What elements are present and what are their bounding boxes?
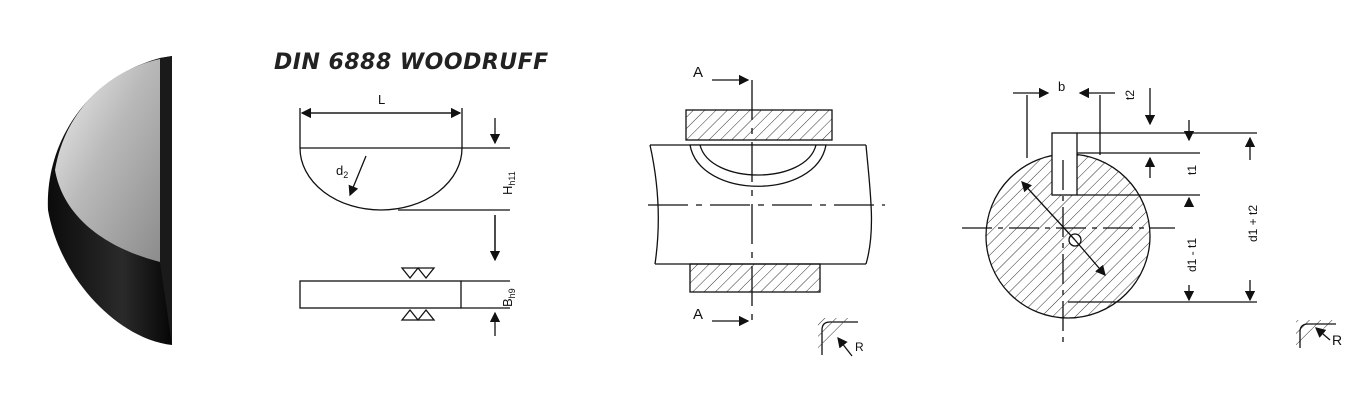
label-b: b bbox=[1058, 79, 1065, 94]
label-d2: d2 bbox=[336, 163, 348, 180]
svg-text:t2: t2 bbox=[1123, 90, 1137, 100]
label-H: Hh11 bbox=[500, 171, 517, 195]
svg-text:t1: t1 bbox=[1185, 165, 1199, 175]
label-A-bottom: A bbox=[693, 306, 703, 323]
key-side-view bbox=[299, 107, 510, 211]
svg-text:d1 - t1: d1 - t1 bbox=[1185, 238, 1199, 272]
label-R-right: R bbox=[1332, 332, 1342, 348]
drawing-title: DIN 6888 WOODRUFF bbox=[274, 50, 549, 75]
label-B: Bh9 bbox=[500, 288, 517, 307]
label-L: L bbox=[378, 92, 385, 107]
section-view bbox=[648, 74, 885, 327]
svg-text:Hh11: Hh11 bbox=[500, 171, 517, 195]
label-A-top: A bbox=[693, 64, 703, 81]
radius-symbol-right bbox=[1296, 320, 1336, 348]
label-d1-minus-t1: d1 - t1 bbox=[1185, 238, 1199, 272]
shaft-cross-section bbox=[962, 87, 1257, 345]
label-d1-plus-t2: d1 + t2 bbox=[1246, 205, 1260, 242]
svg-text:Bh9: Bh9 bbox=[500, 288, 517, 307]
radius-symbol-middle bbox=[818, 318, 858, 357]
label-t1: t1 bbox=[1185, 165, 1199, 175]
label-R-middle: R bbox=[855, 340, 864, 354]
woodruff-key-photo bbox=[47, 56, 172, 345]
label-t2: t2 bbox=[1123, 90, 1137, 100]
key-top-view bbox=[299, 215, 510, 336]
svg-text:d1 + t2: d1 + t2 bbox=[1246, 205, 1260, 242]
